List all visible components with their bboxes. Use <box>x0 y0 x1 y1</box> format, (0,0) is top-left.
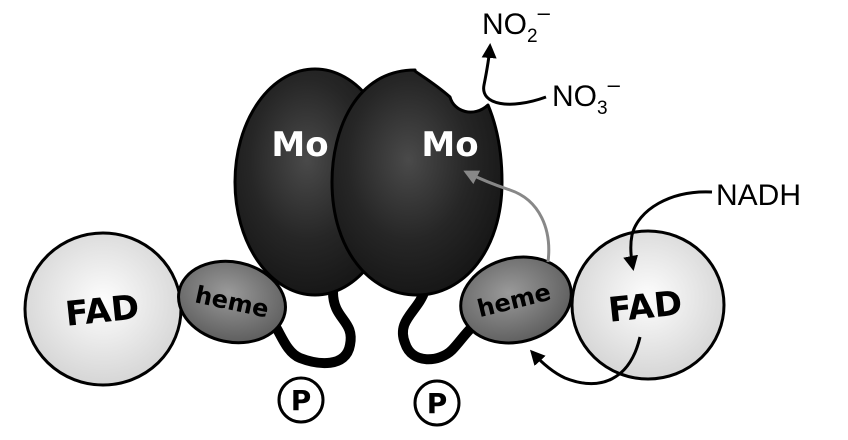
nitrate-to-nitrite-arrow <box>481 43 547 106</box>
linker-left <box>265 287 356 369</box>
fad-label-right: FAD <box>606 283 684 331</box>
fad-label-left: FAD <box>63 287 141 335</box>
phosphate-label-right: P <box>427 387 448 420</box>
mo-label-right: Mo <box>421 125 478 165</box>
heme-domain-left: heme <box>177 259 287 345</box>
nitrite-label: NO2– <box>482 0 551 47</box>
fad-domain-left: FAD <box>23 231 183 387</box>
nadh-label: NADH <box>716 179 801 212</box>
mo-domain-right: Mo <box>330 68 504 297</box>
linker-right <box>398 285 490 365</box>
fad-domain-right: FAD <box>570 229 726 381</box>
nitrate-label: NO3– <box>552 72 621 119</box>
fad-to-heme-arrow <box>529 336 642 386</box>
phosphate-left: P <box>277 376 325 424</box>
mo-label-left: Mo <box>271 125 328 165</box>
phosphate-label-left: P <box>291 384 312 417</box>
nadh-to-fad-arrow <box>623 190 713 271</box>
phosphate-right: P <box>413 379 461 427</box>
heme-to-mo-arrow <box>463 170 551 263</box>
heme-domain-right: heme <box>459 255 573 345</box>
